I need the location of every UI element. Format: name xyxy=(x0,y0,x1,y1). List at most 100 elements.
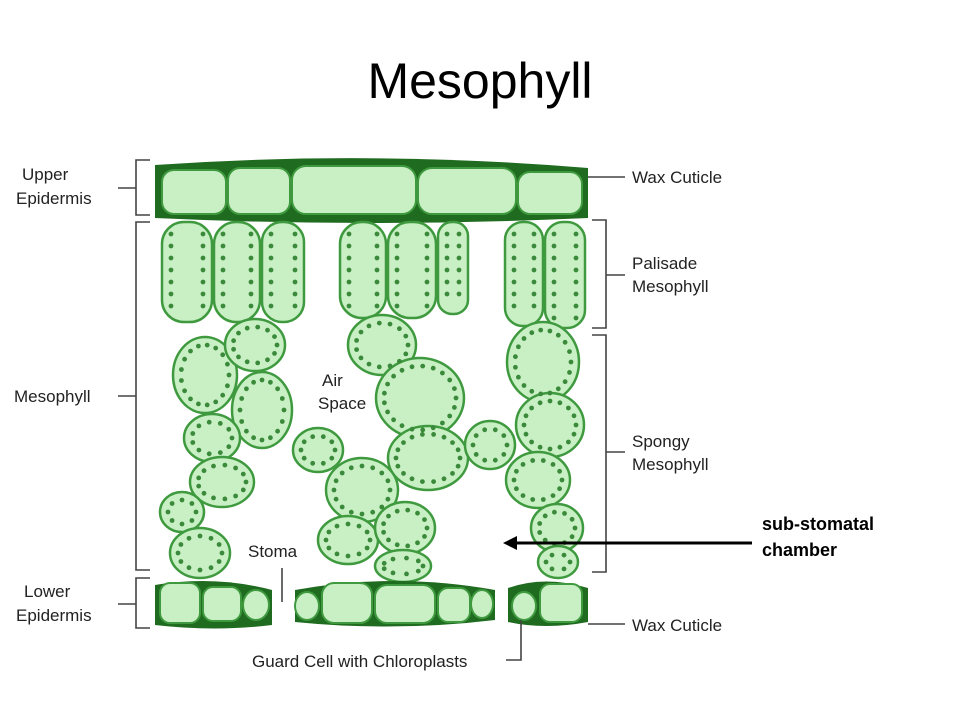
chloroplast xyxy=(334,523,340,529)
chloroplast xyxy=(201,468,207,474)
chloroplast xyxy=(213,399,219,405)
palisade-cell xyxy=(543,220,587,330)
chloroplast xyxy=(240,471,246,477)
chloroplast xyxy=(255,360,261,366)
chloroplast xyxy=(169,501,175,506)
palisade-cell xyxy=(386,220,438,320)
chloroplast xyxy=(220,291,226,297)
chloroplast xyxy=(208,565,214,571)
chloroplast xyxy=(573,267,579,273)
chloroplast xyxy=(379,470,385,476)
chloroplast xyxy=(550,493,556,498)
chloroplast xyxy=(229,435,235,441)
chloroplast xyxy=(329,439,335,445)
chloroplast xyxy=(259,377,265,383)
chloroplast xyxy=(405,507,411,513)
chloroplast xyxy=(444,267,450,273)
palisade-cell xyxy=(503,220,545,328)
chloroplast xyxy=(557,486,562,492)
chloroplast xyxy=(220,255,226,261)
spongy-cell xyxy=(463,419,517,471)
chloroplast xyxy=(390,570,396,576)
chloroplast xyxy=(374,291,380,297)
chloroplast xyxy=(272,334,277,339)
chloroplast xyxy=(292,231,298,237)
chloroplast xyxy=(346,267,352,273)
chloroplast xyxy=(394,508,400,514)
chloroplast xyxy=(531,231,537,237)
chloroplast xyxy=(196,343,201,349)
chloroplast xyxy=(354,347,359,352)
chloroplast xyxy=(557,400,563,406)
chloroplast xyxy=(385,478,391,484)
chloroplast xyxy=(394,279,400,285)
palisade-cell xyxy=(436,220,470,316)
chloroplast xyxy=(409,434,415,440)
chloroplast xyxy=(572,525,578,531)
chloroplast xyxy=(405,342,411,348)
epidermal-cell xyxy=(227,167,291,215)
chloroplast xyxy=(573,422,579,428)
chloroplast xyxy=(456,291,462,297)
chloroplast xyxy=(298,447,304,453)
chloroplast xyxy=(561,566,567,572)
chloroplast xyxy=(394,267,400,273)
chloroplast xyxy=(244,386,249,392)
chloroplast xyxy=(511,303,517,309)
guard-cell xyxy=(470,589,494,619)
chloroplast xyxy=(248,303,254,309)
chloroplast xyxy=(217,450,223,455)
chloroplast xyxy=(197,533,203,539)
chloroplast xyxy=(186,535,192,541)
upper-epidermis-label-line1: Upper xyxy=(22,165,69,184)
chloroplast xyxy=(422,534,427,539)
chloroplast xyxy=(550,462,556,467)
chloroplast xyxy=(399,423,405,429)
chloroplast xyxy=(193,509,199,515)
chloroplast xyxy=(538,327,544,333)
chloroplast xyxy=(364,529,370,535)
chloroplast xyxy=(394,231,400,237)
chloroplast xyxy=(292,303,298,309)
chloroplast xyxy=(204,402,210,408)
chloroplast xyxy=(514,468,519,474)
chloroplast xyxy=(272,351,277,356)
chloroplast xyxy=(182,356,188,362)
chloroplast xyxy=(216,542,222,547)
chloroplast xyxy=(367,537,373,543)
stoma-label: Stoma xyxy=(248,542,298,561)
chloroplast xyxy=(430,425,436,431)
chloroplast xyxy=(381,521,386,527)
chloroplast xyxy=(225,383,230,389)
chloroplast xyxy=(201,490,207,496)
chloroplast xyxy=(274,342,280,348)
chloroplast xyxy=(391,373,396,379)
chloroplast xyxy=(529,330,535,336)
chloroplast xyxy=(346,303,352,309)
chloroplast xyxy=(346,231,352,237)
chloroplast xyxy=(301,455,307,461)
chloroplast xyxy=(366,323,372,329)
chloroplast xyxy=(200,267,206,273)
chloroplast xyxy=(397,326,402,332)
chloroplast xyxy=(243,479,249,485)
chloroplast xyxy=(573,243,579,249)
chloroplast xyxy=(346,279,352,285)
chloroplast xyxy=(292,267,298,273)
chloroplast xyxy=(521,383,527,388)
chloroplast xyxy=(395,447,401,453)
chloroplast xyxy=(339,470,345,476)
chloroplast xyxy=(447,377,453,383)
chloroplast xyxy=(441,434,447,440)
chloroplast xyxy=(566,405,571,411)
chloroplast xyxy=(521,336,527,341)
chloroplast xyxy=(385,409,390,415)
chloroplast xyxy=(220,243,226,249)
chloroplast xyxy=(196,475,202,481)
sub-stomatal-arrow xyxy=(503,536,752,550)
chloroplast xyxy=(354,338,359,343)
lower-epidermis-label-line1: Lower xyxy=(24,582,71,601)
chloroplast xyxy=(190,440,196,445)
chloroplast xyxy=(573,255,579,261)
chloroplast xyxy=(501,433,507,438)
